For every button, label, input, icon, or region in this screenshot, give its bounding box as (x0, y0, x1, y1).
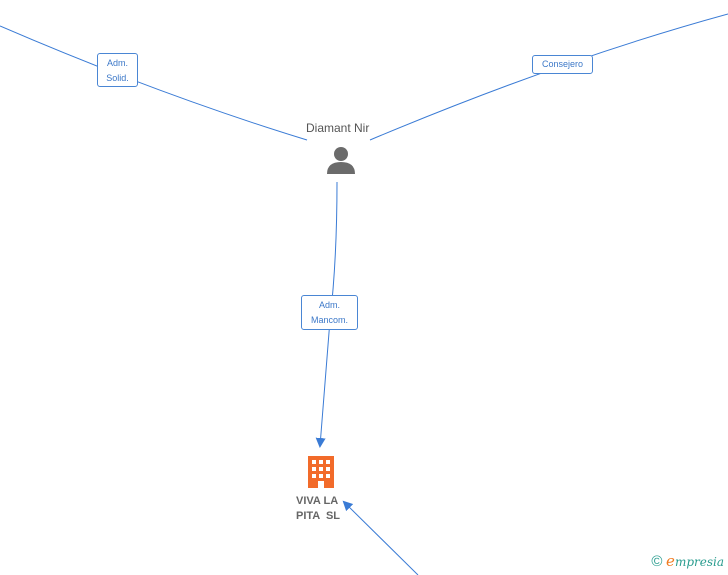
person-icon[interactable] (327, 147, 355, 174)
brand-name: mpresia (674, 555, 724, 569)
role-adm-mancom[interactable]: Adm. Mancom. (301, 295, 358, 330)
edge-incoming-company (342, 500, 419, 575)
role-consejero[interactable]: Consejero (532, 55, 593, 74)
brand-initial: e (666, 552, 675, 570)
person-name[interactable]: Diamant Nir (306, 121, 370, 135)
building-icon[interactable] (308, 456, 334, 488)
role-adm-solid[interactable]: Adm. Solid. (97, 53, 138, 87)
copyright-symbol: © (651, 553, 663, 570)
edge-adm-solid (0, 25, 308, 141)
edge-consejero (369, 13, 728, 141)
brand-watermark: © empresia (651, 552, 724, 570)
company-name[interactable]: VIVA LA PITA SL (296, 495, 340, 522)
